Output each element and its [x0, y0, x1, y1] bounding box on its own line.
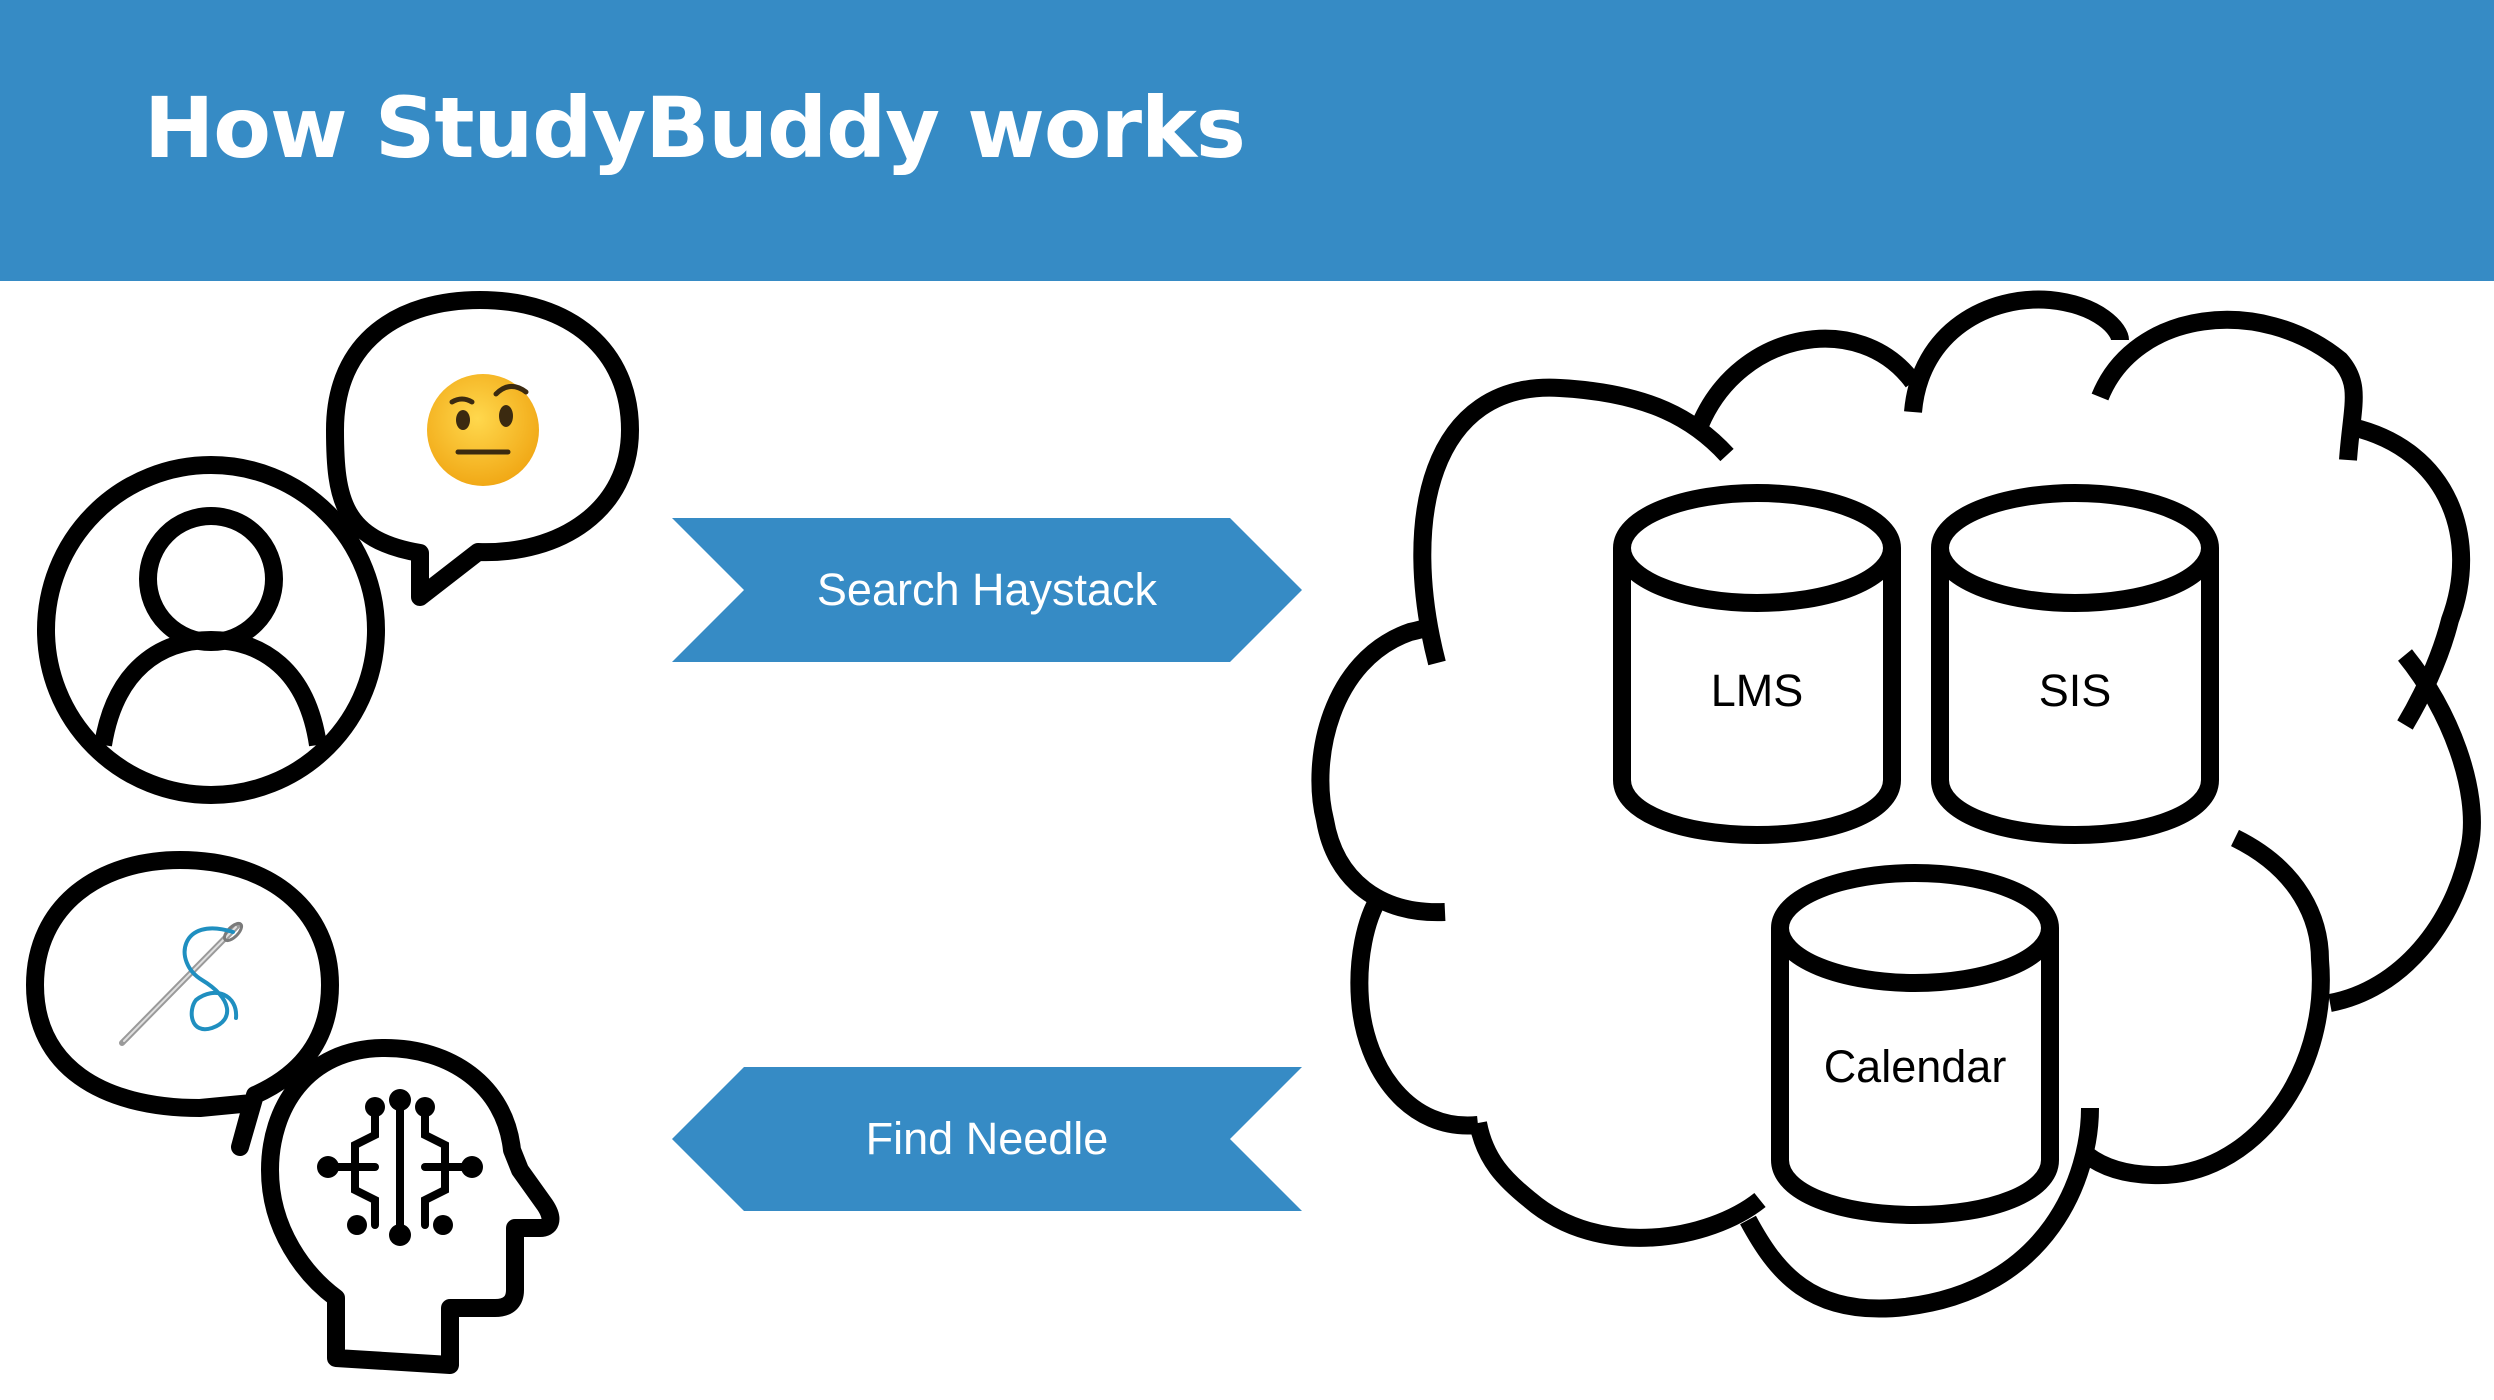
header-bar [0, 0, 2494, 281]
ai-speech-bubble [26, 851, 339, 1156]
search-haystack-arrow: Search Haystack [672, 518, 1302, 662]
calendar-label: Calendar [1824, 1041, 2007, 1092]
find-needle-arrow: Find Needle [672, 1067, 1302, 1211]
needle-and-thread-icon [119, 921, 244, 1046]
search-haystack-label: Search Haystack [817, 564, 1158, 615]
database-lms [1613, 484, 1901, 845]
find-needle-label: Find Needle [866, 1113, 1109, 1164]
database-sis [1931, 484, 2219, 845]
user-avatar-icon [37, 456, 385, 804]
sis-label: SIS [2039, 665, 2112, 716]
lms-label: LMS [1711, 665, 1804, 716]
slide-title: How StudyBuddy works [144, 79, 1246, 177]
database-calendar [1771, 864, 2059, 1225]
cloud-icon [1311, 290, 2481, 1318]
raised-eyebrow-emoji-icon [427, 374, 539, 486]
ai-brain-head-icon [261, 1039, 560, 1374]
